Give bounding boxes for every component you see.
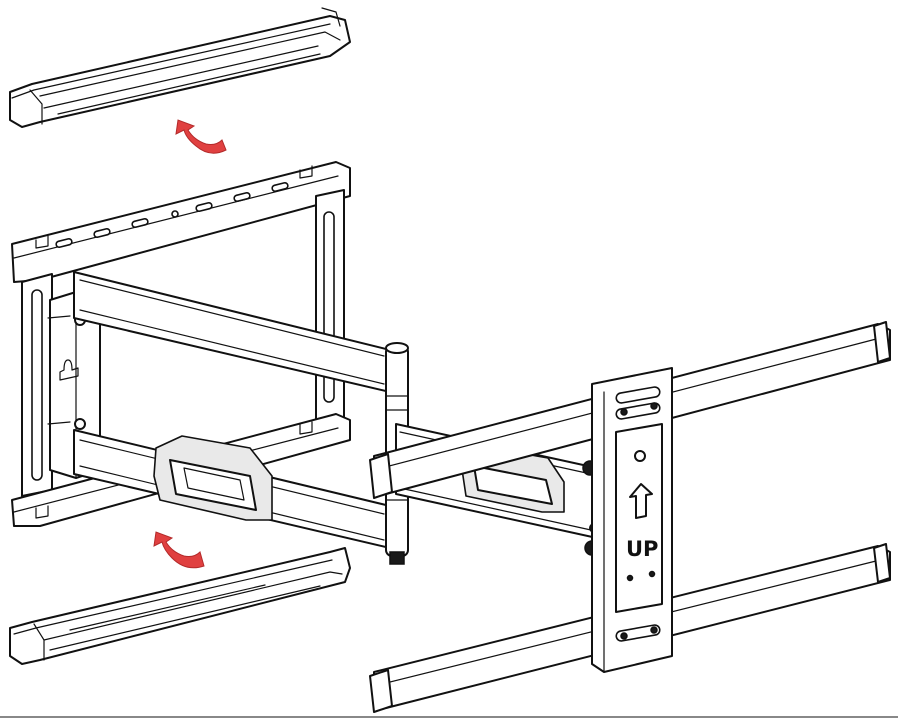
curved-arrow-icon [175, 119, 227, 154]
up-label: UP [626, 537, 658, 561]
keyhole-icon [59, 359, 79, 381]
curved-arrow-icon [153, 531, 205, 569]
up-arrow-icon [629, 483, 653, 519]
lower-arm [73, 429, 391, 549]
tv-bracket: UP [591, 367, 673, 673]
top-cover-plate [9, 7, 351, 128]
bottom-cover-plate [9, 547, 351, 665]
